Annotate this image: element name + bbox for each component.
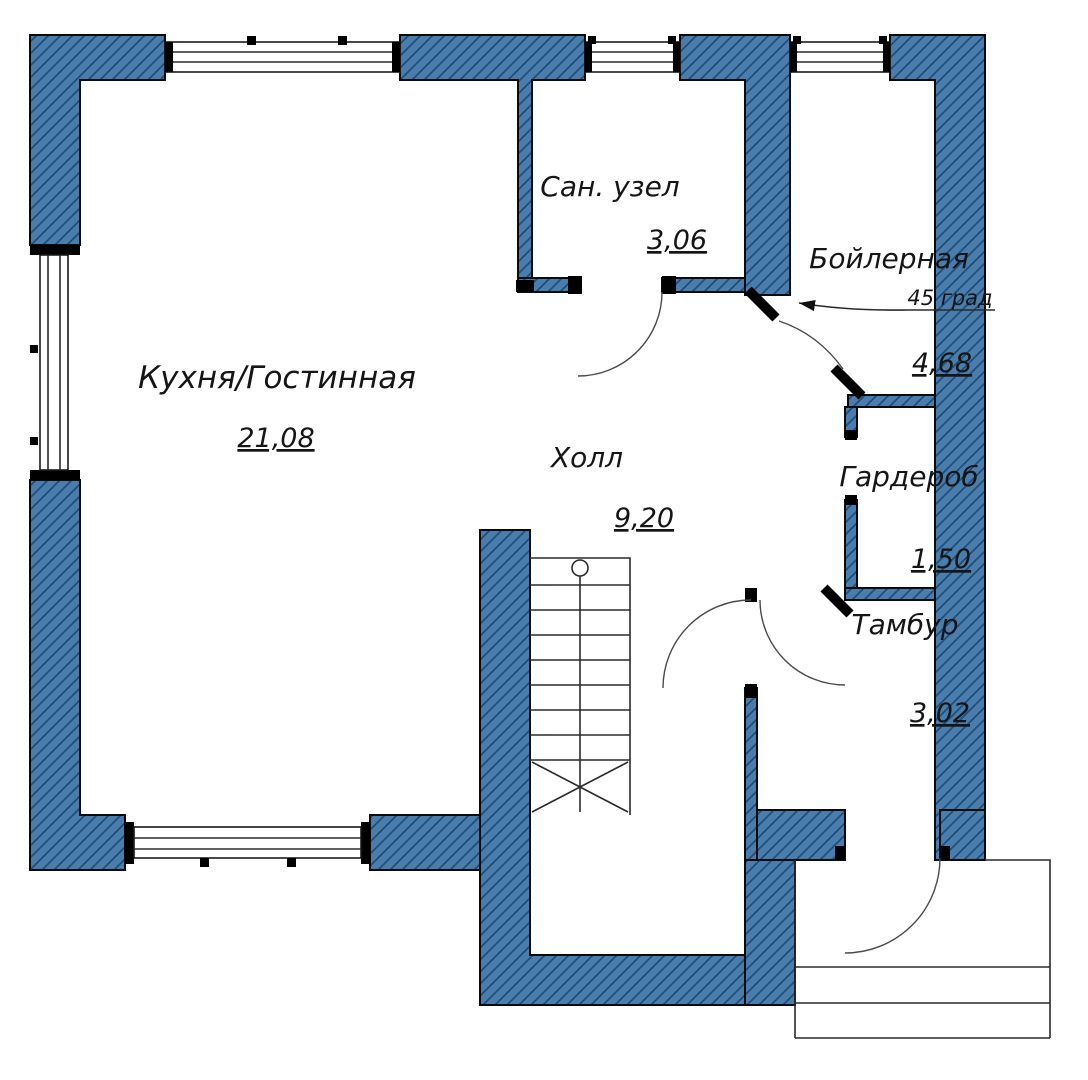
room-area-wardrobe: 1,50 [911, 544, 971, 575]
window-tick [793, 36, 801, 44]
window-tick [338, 36, 347, 45]
door-jamb-wardrobe-top [845, 430, 857, 440]
room-note-boiler: 45 град [907, 286, 992, 310]
room-area-kitchen: 21,08 [237, 423, 314, 454]
wall-tambur-bottom-left [744, 809, 846, 861]
window-left [39, 254, 69, 471]
door-arc-entry [844, 857, 941, 954]
wall-boiler-bottom [847, 394, 936, 408]
window-tick [30, 345, 38, 353]
room-label-boiler: Бойлерная [809, 242, 969, 275]
room-label-wardrobe: Гардероб [839, 460, 978, 493]
door-jamb-wardrobe-bottom [845, 495, 857, 505]
room-area-tambur: 3,02 [910, 698, 970, 729]
door-jamb-hall-bottom [745, 684, 757, 698]
stair-pole [571, 559, 589, 577]
window-tick [200, 858, 209, 867]
wall-top-middle-bathroom-left [399, 34, 586, 293]
room-label-bathroom: Сан. узел [540, 170, 680, 203]
window-tick [287, 858, 296, 867]
door-jamb-bathroom-right [662, 276, 676, 294]
door-jamb-boiler-lower [744, 286, 780, 322]
wall-wardrobe-bottom [844, 587, 936, 601]
walls-group [29, 34, 986, 1006]
porch-steps [794, 859, 1051, 1039]
leader-arrow [798, 300, 995, 312]
window-tick [30, 437, 38, 445]
window-top-kitchen [164, 41, 401, 73]
door-jamb-entry-left [835, 846, 845, 860]
wall-bathroom-boiler-divider [679, 34, 791, 296]
wall-top-right-and-right [889, 34, 986, 861]
wall-bottom-kitchen [369, 814, 481, 871]
door-arc-tambur [759, 599, 846, 686]
window-tick [668, 36, 676, 44]
window-top-boiler [789, 41, 891, 73]
room-label-kitchen: Кухня/Гостинная [138, 360, 416, 396]
wall-stair-bay [479, 529, 746, 1006]
wall-tambur-left [744, 687, 758, 861]
room-label-tambur: Тамбур [852, 608, 959, 641]
door-jamb-bathroom-left [568, 276, 582, 294]
door-arc-bathroom [577, 291, 663, 377]
wall-top-left-corner [29, 34, 166, 246]
windows-group [30, 36, 891, 867]
doors-group [516, 276, 950, 954]
wall-wardrobe-left-bottom [844, 499, 858, 589]
door-arc-hall [662, 599, 752, 689]
window-tick [879, 36, 887, 44]
window-bottom-kitchen [133, 826, 362, 859]
labels-group: Кухня/Гостинная 21,08 Сан. узел 3,06 Бой… [138, 170, 992, 729]
callout-45-deg [798, 300, 995, 312]
staircase [530, 557, 631, 815]
door-jamb-boiler-upper [830, 364, 866, 400]
window-tick [247, 36, 256, 45]
wall-left-lower [29, 479, 126, 871]
stair-break-lines [531, 761, 629, 813]
room-label-hall: Холл [549, 441, 623, 474]
door-jamb-entry-right [940, 846, 950, 860]
room-area-bathroom: 3,06 [647, 225, 707, 256]
room-area-boiler: 4,68 [912, 348, 972, 379]
door-jamb-hall-top [745, 588, 757, 602]
window-tick [588, 36, 596, 44]
door-arc-boiler [778, 320, 844, 370]
door-jamb-tambur [820, 584, 854, 618]
room-area-hall: 9,20 [614, 503, 674, 534]
window-top-bathroom [584, 41, 681, 73]
wall-bay-right [744, 859, 796, 1006]
